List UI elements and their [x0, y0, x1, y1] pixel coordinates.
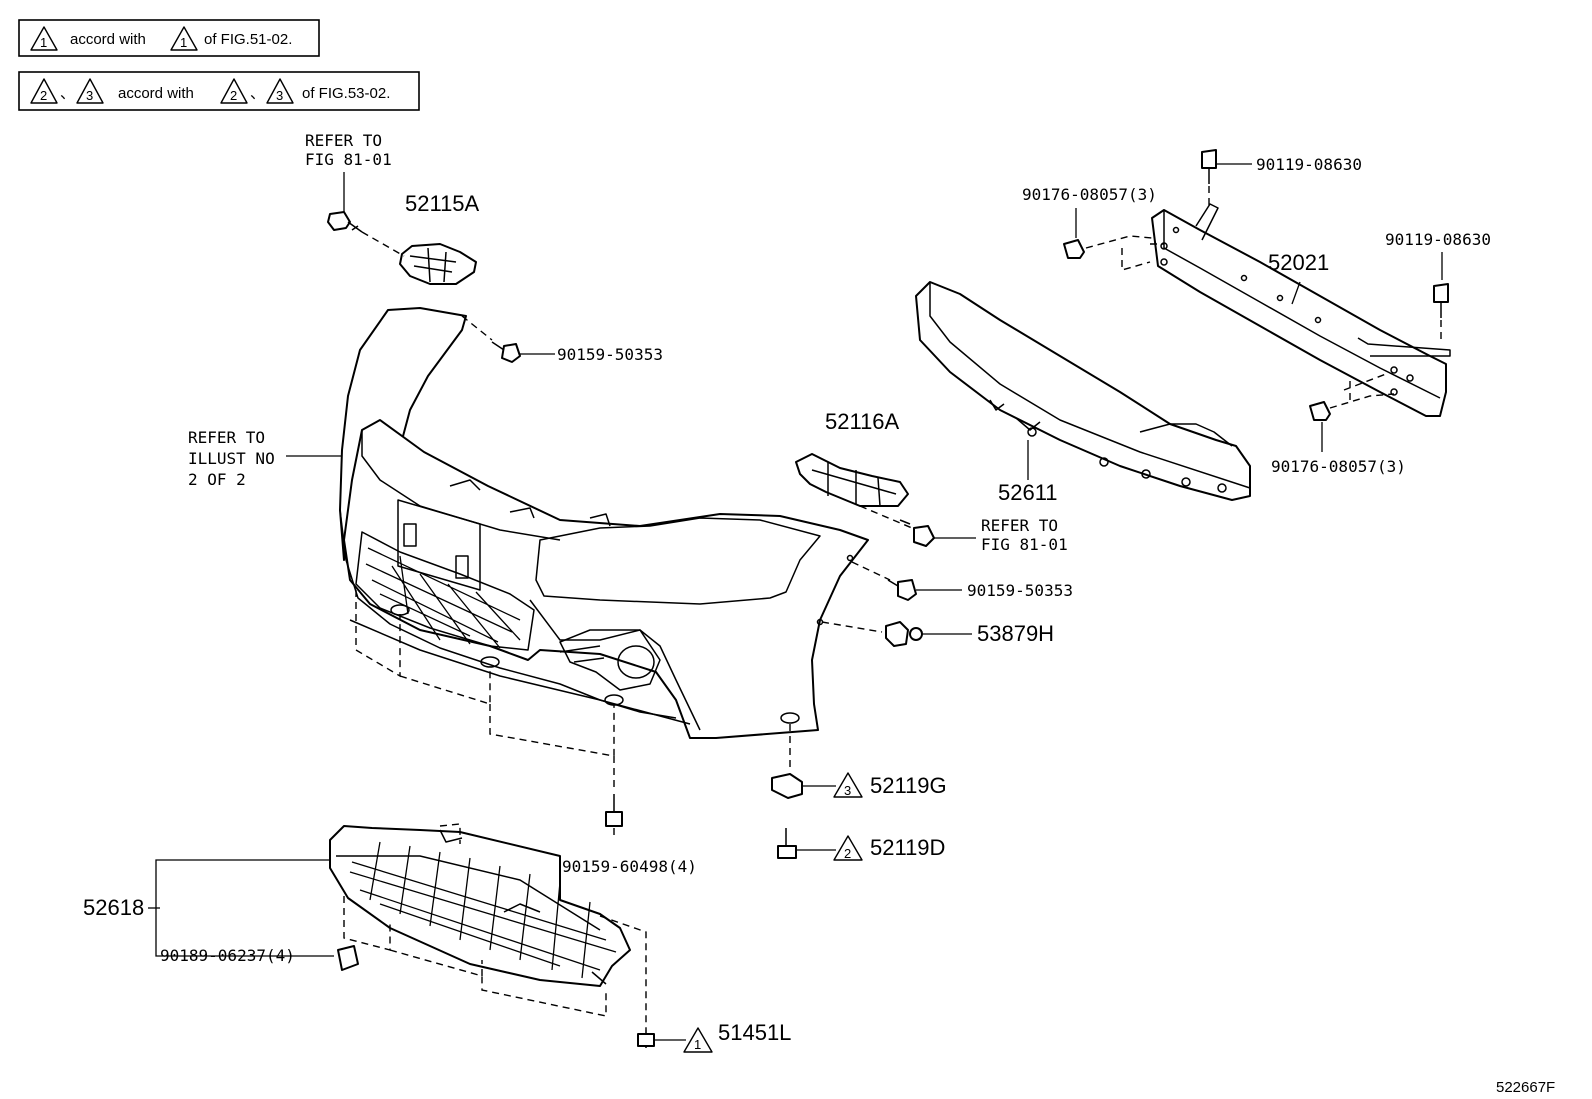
label-90119-08630-a: 90119-08630 — [1256, 155, 1362, 174]
label-52119g: 52119G — [870, 773, 947, 798]
label-refer-illust-2: ILLUST NO — [188, 449, 275, 468]
label-51451l-mark: 1 — [694, 1037, 701, 1052]
clip-icon — [337, 945, 359, 971]
note2-sep-b: 、 — [250, 85, 265, 102]
note2-text-b: of FIG.53-02. — [302, 85, 390, 102]
note1-text-b: of FIG.51-02. — [204, 31, 292, 48]
clip-icon — [771, 773, 803, 799]
part-52618-undercover — [329, 825, 631, 987]
legend-note-2: 2 、 3 accord with 2 、 3 of FIG.53-02. — [18, 71, 420, 111]
label-52115a: 52115A — [405, 191, 480, 216]
legend-note-1: 1 accord with 1 of FIG.51-02. — [18, 19, 320, 57]
label-90159-60498: 90159-60498(4) — [562, 857, 697, 876]
label-90176-08057-a: 90176-08057(3) — [1022, 185, 1157, 204]
label-51451l: 51451L — [718, 1020, 791, 1045]
figure-id: 522667F — [1496, 1079, 1555, 1096]
screw-icon — [777, 828, 797, 859]
note2-sep-a: 、 — [60, 85, 75, 102]
note1-mark-1: 1 — [40, 35, 47, 50]
part-52021-reinforcement — [1151, 203, 1451, 417]
part-52116a-bracket — [795, 453, 909, 507]
callout-triangle-3 — [833, 772, 863, 798]
bolt-icon — [887, 579, 917, 601]
label-refer-mid-1: REFER TO — [981, 516, 1058, 535]
label-refer-illust-3: 2 OF 2 — [188, 470, 246, 489]
label-90189-06237: 90189-06237(4) — [160, 946, 295, 965]
note2-mark-3a: 3 — [86, 88, 93, 103]
screw-icon — [605, 794, 623, 827]
callout-triangle-2 — [833, 835, 863, 861]
note2-mark-2b: 2 — [230, 88, 237, 103]
part-52611-absorber — [915, 281, 1251, 501]
note2-mark-2a: 2 — [40, 88, 47, 103]
bolt-icon — [1063, 239, 1085, 259]
bolt-icon — [327, 211, 363, 233]
label-53879h: 53879H — [977, 621, 1054, 646]
note2-text-a: accord with — [118, 85, 194, 102]
label-refer-illust-1: REFER TO — [188, 428, 265, 447]
bolt-icon — [1309, 401, 1331, 421]
callout-triangle-1 — [683, 1027, 713, 1053]
label-52116a: 52116A — [825, 409, 900, 434]
screw-icon — [637, 1030, 655, 1048]
bolt-icon — [899, 519, 935, 547]
label-52119d: 52119D — [870, 835, 945, 860]
label-90159-50353-b: 90159-50353 — [967, 581, 1073, 600]
clip-icon — [885, 621, 923, 647]
label-52618: 52618 — [83, 895, 144, 920]
label-refer-top-1: REFER TO — [305, 131, 382, 150]
bolt-icon — [1433, 283, 1449, 318]
label-52119d-mark: 2 — [844, 846, 851, 861]
bolt-icon — [1201, 149, 1217, 184]
label-90159-50353-a: 90159-50353 — [557, 345, 663, 364]
label-52611: 52611 — [998, 480, 1058, 505]
label-52119g-mark: 3 — [844, 783, 851, 798]
label-90119-08630-b: 90119-08630 — [1385, 230, 1491, 249]
label-refer-mid-2: FIG 81-01 — [981, 535, 1068, 554]
label-52021: 52021 — [1268, 250, 1329, 275]
part-52115a-bracket — [399, 243, 477, 285]
note1-text-a: accord with — [70, 31, 146, 48]
bolt-icon — [491, 341, 521, 363]
note1-mark-2: 1 — [180, 35, 187, 50]
label-refer-top-2: FIG 81-01 — [305, 150, 392, 169]
label-90176-08057-b: 90176-08057(3) — [1271, 457, 1406, 476]
note2-mark-3b: 3 — [276, 88, 283, 103]
front-bumper-cover — [339, 307, 869, 739]
